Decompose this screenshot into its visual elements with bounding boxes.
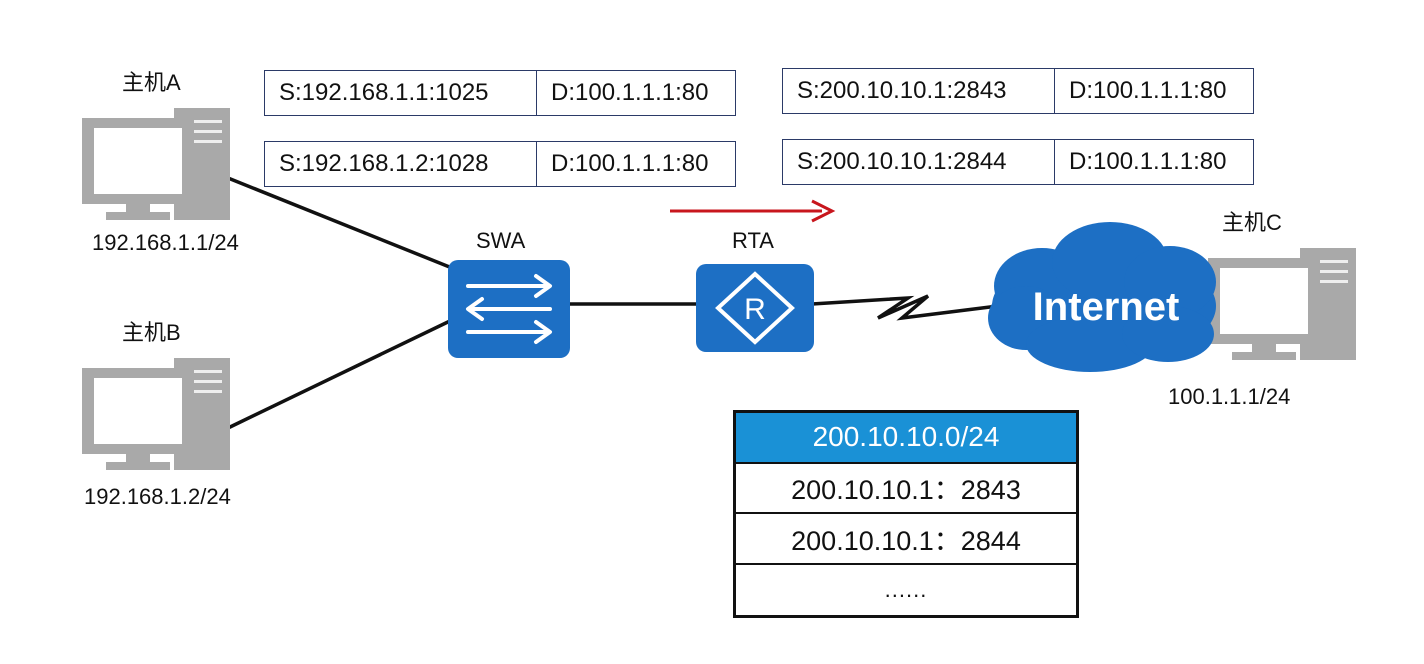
packet-after-2: S:200.10.10.1:2844 D:100.1.1.1:80 [782, 139, 1254, 185]
switch-icon [448, 260, 570, 358]
host-b-computer-icon [82, 358, 230, 470]
nat-table-row: 200.10.10.1：2844 [736, 514, 1076, 565]
host-b-name: 主机B [122, 320, 181, 345]
packet-destination: D:100.1.1.1:80 [551, 150, 709, 177]
nat-table-header: 200.10.10.0/24 [736, 413, 1076, 464]
host-c-computer-icon [1208, 248, 1356, 360]
packet-after-1: S:200.10.10.1:2843 D:100.1.1.1:80 [782, 68, 1254, 114]
host-a-ip: 192.168.1.1/24 [92, 230, 239, 255]
nat-table-row: 200.10.10.1：2843 [736, 464, 1076, 514]
host-c-ip: 100.1.1.1/24 [1168, 384, 1291, 409]
host-a-computer-icon [82, 108, 230, 220]
link-hostB-swa [227, 318, 453, 430]
link-rta-internet-serial [811, 294, 999, 321]
host-b-ip: 192.168.1.2/24 [84, 484, 231, 509]
router-glyph: R [744, 293, 766, 326]
packet-before-2: S:192.168.1.2:1028 D:100.1.1.1:80 [264, 141, 736, 187]
host-c-name: 主机C [1222, 210, 1282, 235]
packet-destination: D:100.1.1.1:80 [1069, 148, 1227, 175]
cloud-label: Internet [1033, 285, 1180, 329]
packet-source: S:192.168.1.1:1025 [265, 71, 537, 115]
packet-source: S:192.168.1.2:1028 [265, 142, 537, 186]
switch-label: SWA [476, 228, 526, 253]
host-a-name: 主机A [122, 70, 181, 95]
packet-source: S:200.10.10.1:2843 [783, 69, 1055, 113]
packet-source: S:200.10.10.1:2844 [783, 140, 1055, 184]
cloud-icon: Internet [988, 222, 1216, 372]
router-icon: R [696, 264, 814, 352]
traffic-direction-arrow [670, 199, 836, 223]
nat-table-row-ellipsis: ...... [884, 576, 928, 602]
packet-before-1: S:192.168.1.1:1025 D:100.1.1.1:80 [264, 70, 736, 116]
packet-destination: D:100.1.1.1:80 [1069, 77, 1227, 104]
nat-address-table: 200.10.10.0/24 200.10.10.1：2843 200.10.1… [733, 410, 1079, 618]
link-hostA-swa [227, 176, 453, 270]
router-label: RTA [732, 228, 774, 253]
packet-destination: D:100.1.1.1:80 [551, 79, 709, 106]
